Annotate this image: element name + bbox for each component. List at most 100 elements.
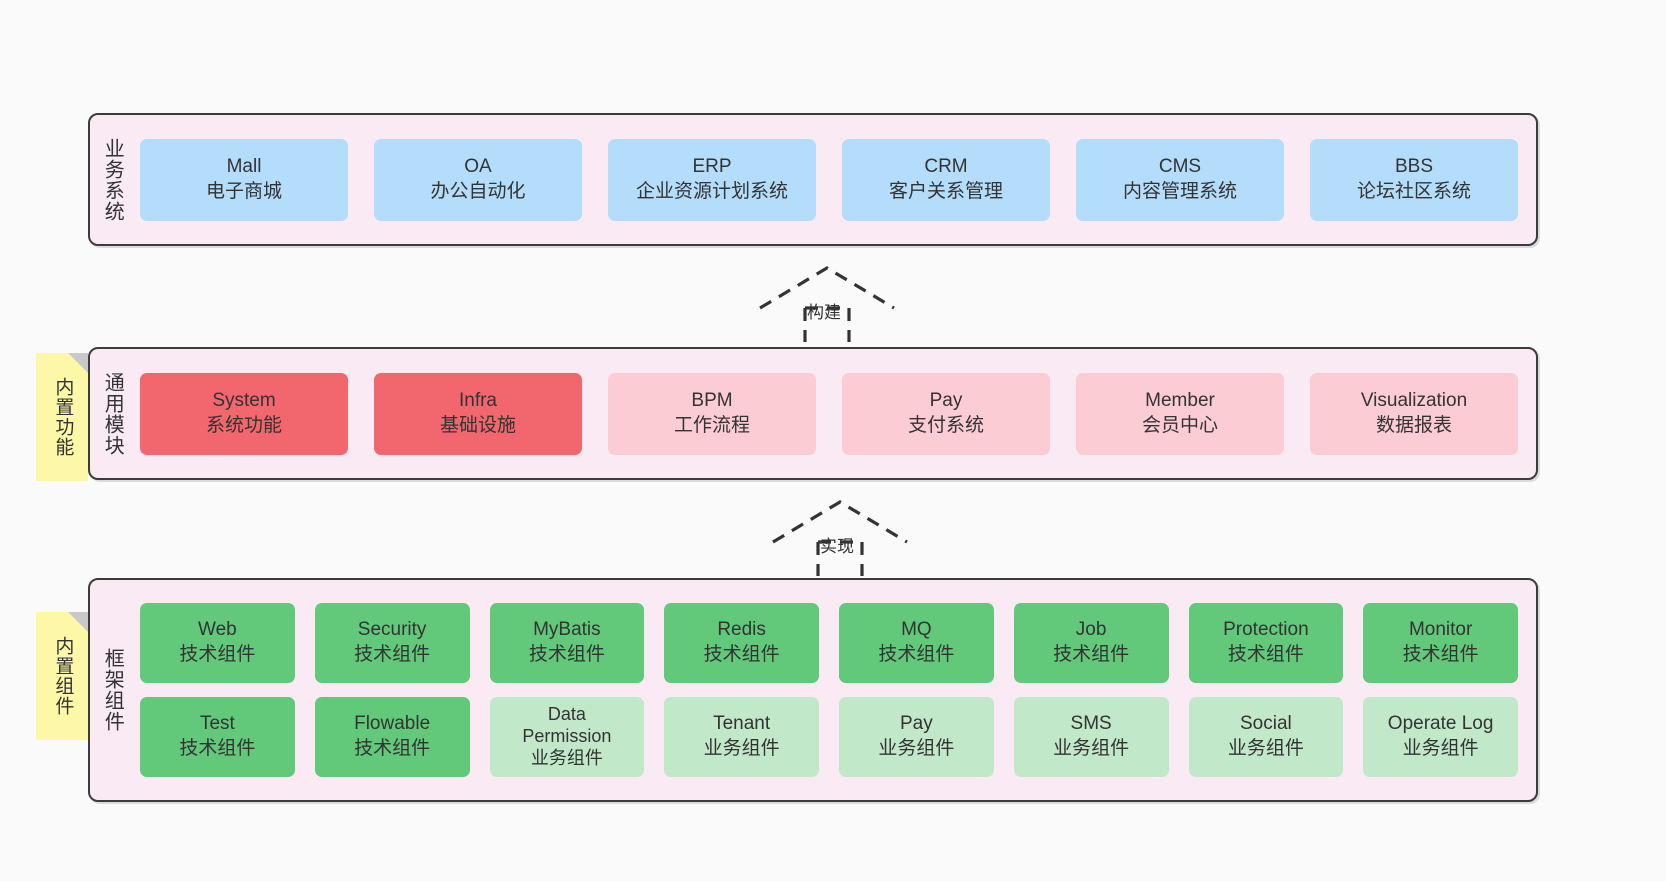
card-protection[interactable]: Protection 技术组件 [1188,603,1344,683]
card-visualization[interactable]: Visualization 数据报表 [1310,372,1518,455]
card-title: Infra [458,389,498,411]
business-systems-layer: 业务系统 Mall 电子商城 OA 办公自动化 ERP 企业资源计划系统 CRM… [88,113,1538,246]
business-systems-row: Mall 电子商城 OA 办公自动化 ERP 企业资源计划系统 CRM 客户关系… [140,138,1518,221]
card-subtitle: 电子商城 [205,180,282,202]
card-title: Redis [717,619,766,641]
card-cms[interactable]: CMS 内容管理系统 [1076,138,1284,221]
card-subtitle: 客户关系管理 [888,180,1003,202]
framework-components-label: 框架组件 [101,648,124,732]
framework-components-cards: Web 技术组件 Security 技术组件 MyBatis 技术组件 Redi… [134,580,1536,800]
build-arrow-label: 构建 [807,303,841,322]
card-title: Web [198,619,237,641]
card-title: Security [357,619,427,641]
common-modules-cards: System 系统功能 Infra 基础设施 BPM 工作流程 Pay 支付系统… [134,349,1536,478]
card-subtitle: 业务组件 [878,738,955,759]
card-pay-component[interactable]: Pay 业务组件 [839,697,994,777]
card-title: MyBatis [533,619,601,641]
card-subtitle: 技术组件 [179,738,256,759]
card-subtitle: 基础设施 [439,414,516,436]
card-subtitle: 论坛社区系统 [1356,180,1471,202]
card-subtitle: 业务组件 [1053,738,1130,759]
card-subtitle: 系统功能 [205,414,282,436]
card-monitor[interactable]: Monitor 技术组件 [1363,603,1518,683]
card-bbs[interactable]: BBS 论坛社区系统 [1310,138,1518,221]
card-title: SMS [1070,713,1112,735]
card-title: CRM [924,155,968,177]
card-subtitle: 技术组件 [354,738,431,759]
card-subtitle: 技术组件 [1227,644,1304,665]
card-title: ERP [692,155,732,177]
builtin-components-note-label: 内置组件 [52,636,74,716]
builtin-features-note-label: 内置功能 [52,377,74,457]
common-modules-row: System 系统功能 Infra 基础设施 BPM 工作流程 Pay 支付系统… [140,372,1518,455]
card-oa[interactable]: OA 办公自动化 [374,138,582,221]
card-title: Operate Log [1387,713,1494,735]
card-title: Social [1240,713,1292,735]
card-member[interactable]: Member 会员中心 [1076,372,1284,455]
card-subtitle: 工作流程 [673,414,750,436]
card-title: Protection [1223,619,1309,641]
card-subtitle: 技术组件 [1053,644,1130,665]
card-flowable[interactable]: Flowable 技术组件 [314,697,470,777]
card-mall[interactable]: Mall 电子商城 [140,138,348,221]
card-job[interactable]: Job 技术组件 [1013,603,1169,683]
card-subtitle: 支付系统 [907,414,984,436]
business-systems-label: 业务系统 [101,137,124,222]
card-subtitle: 内容管理系统 [1122,180,1237,202]
common-modules-layer: 通用模块 System 系统功能 Infra 基础设施 BPM 工作流程 Pay… [88,347,1538,480]
card-sms[interactable]: SMS 业务组件 [1013,697,1169,777]
card-subtitle: 会员中心 [1141,414,1218,436]
card-system[interactable]: System 系统功能 [140,372,348,455]
card-test[interactable]: Test 技术组件 [140,697,295,777]
implement-arrowhead [772,500,908,544]
card-subtitle: 业务组件 [703,738,780,759]
card-tenant[interactable]: Tenant 业务组件 [664,697,819,777]
card-subtitle: 数据报表 [1375,414,1452,436]
card-title: BPM [691,389,733,411]
builtin-components-note: 内置组件 [36,612,88,740]
implement-arrow: 实现 [768,496,918,576]
build-arrowhead [759,266,895,310]
card-subtitle: 业务组件 [530,747,603,768]
card-social[interactable]: Social 业务组件 [1188,697,1344,777]
common-modules-label: 通用模块 [101,371,124,456]
card-web[interactable]: Web 技术组件 [140,603,295,683]
card-title: Flowable [354,713,431,735]
implement-arrow-shaft [816,540,864,576]
builtin-features-note: 内置功能 [36,353,88,481]
card-redis[interactable]: Redis 技术组件 [664,603,819,683]
implement-arrow-label: 实现 [820,537,854,556]
card-title: Data Permission [522,704,612,747]
card-pay-module[interactable]: Pay 支付系统 [842,372,1050,455]
card-subtitle: 企业资源计划系统 [635,180,788,202]
card-title: Job [1075,619,1107,641]
card-subtitle: 技术组件 [1402,644,1479,665]
build-arrow-shaft [803,306,851,342]
card-infra[interactable]: Infra 基础设施 [374,372,582,455]
build-arrow: 构建 [755,262,905,342]
card-mybatis[interactable]: MyBatis 技术组件 [489,603,645,683]
card-subtitle: 技术组件 [878,644,955,665]
card-mq[interactable]: MQ 技术组件 [839,603,994,683]
note-fold-icon [68,612,88,632]
card-title: Pay [900,713,933,735]
card-operate-log[interactable]: Operate Log 业务组件 [1363,697,1518,777]
card-title: OA [464,155,492,177]
card-title: Member [1145,389,1215,411]
card-erp[interactable]: ERP 企业资源计划系统 [608,138,816,221]
framework-components-layer: 框架组件 Web 技术组件 Security 技术组件 MyBatis 技术组件… [88,578,1538,802]
card-title: Tenant [713,713,771,735]
business-systems-cards: Mall 电子商城 OA 办公自动化 ERP 企业资源计划系统 CRM 客户关系… [134,115,1536,244]
framework-row-business: Test 技术组件 Flowable 技术组件 Data Permission … [140,697,1518,777]
card-title: Monitor [1408,619,1473,641]
card-title: CMS [1158,155,1202,177]
card-crm[interactable]: CRM 客户关系管理 [842,138,1050,221]
card-subtitle: 技术组件 [703,644,780,665]
card-bpm[interactable]: BPM 工作流程 [608,372,816,455]
card-subtitle: 技术组件 [179,644,256,665]
framework-row-tech: Web 技术组件 Security 技术组件 MyBatis 技术组件 Redi… [140,603,1518,683]
card-subtitle: 业务组件 [1227,738,1304,759]
card-security[interactable]: Security 技术组件 [314,603,470,683]
card-data-permission[interactable]: Data Permission 业务组件 [489,697,645,777]
card-subtitle: 技术组件 [528,644,605,665]
